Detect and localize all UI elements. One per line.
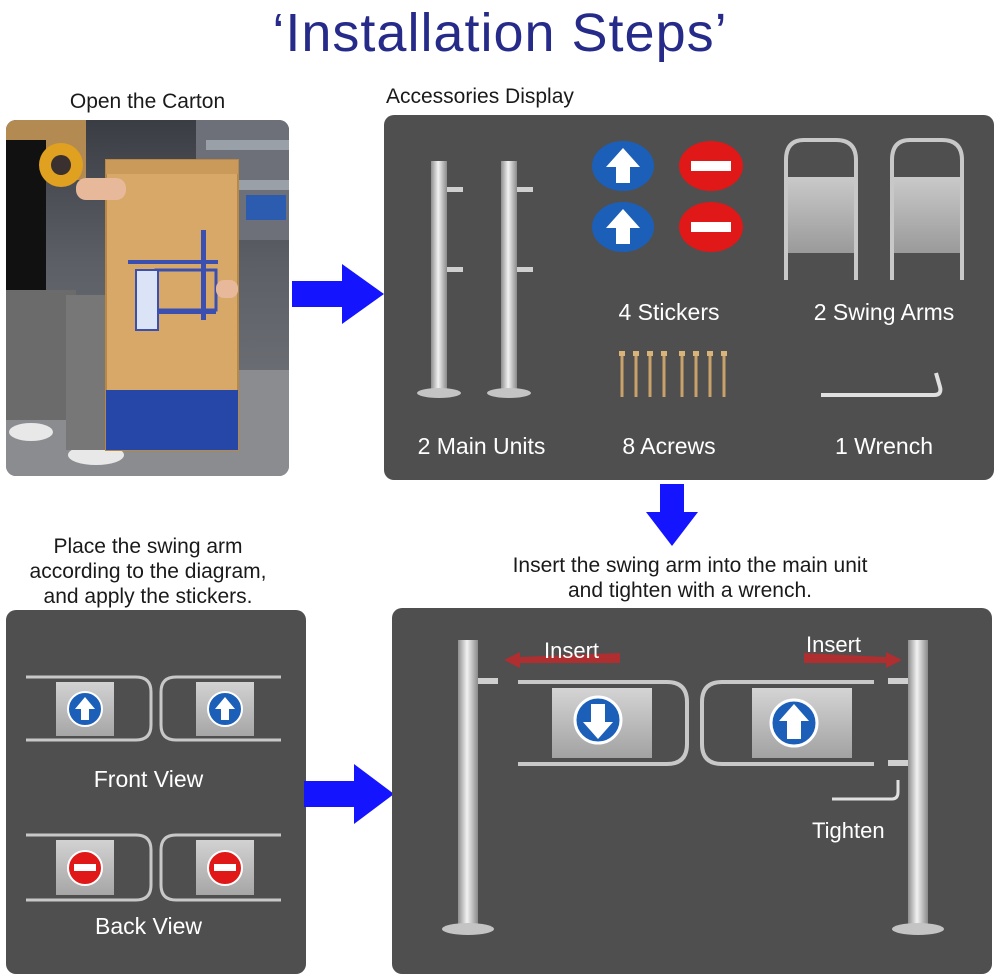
down-arrow-sticker-icon [573, 695, 623, 745]
accessories-panel: 2 Main Units 4 Stickers 2 Swing Arms 8 A… [384, 115, 994, 480]
insert-right-label: Insert [806, 632, 862, 657]
front-view-label: Front View [93, 766, 204, 792]
right-post [888, 640, 944, 935]
tighten-label: Tighten [812, 818, 885, 843]
step-accessories-caption: Accessories Display [386, 85, 574, 108]
main-unit-post-2 [487, 161, 533, 398]
insert-arrow-left-icon [504, 652, 620, 668]
step-place-arm-caption-line1: Place the swing arm [53, 535, 243, 558]
carton-photo [6, 120, 289, 476]
right-arrow-icon [292, 264, 384, 324]
back-sticker-right-icon [207, 850, 243, 886]
up-arrow-sticker-icon [769, 698, 819, 748]
screws-label: 8 Acrews [622, 433, 716, 459]
front-view-diagram [26, 675, 281, 742]
page-title: ‘Installation Steps’ [272, 3, 728, 63]
wrench-tighten-icon [832, 780, 900, 801]
sticker-red-no-entry-2 [679, 202, 743, 252]
sticker-blue-up-2 [592, 202, 654, 252]
sticker-blue-up-1 [592, 141, 654, 191]
swing-arm-2 [890, 138, 964, 280]
main-unit-post-1 [417, 161, 463, 398]
back-view-diagram [26, 833, 281, 902]
right-swing-arm [700, 680, 874, 766]
screws-group [620, 355, 726, 397]
step-open-carton-caption: Open the Carton [69, 90, 226, 113]
accessories-illustration [417, 138, 964, 398]
left-post [442, 640, 498, 935]
wrench-icon [821, 372, 943, 397]
swing-arms-label: 2 Swing Arms [813, 299, 955, 325]
left-swing-arm [518, 680, 689, 766]
stickers-label: 4 Stickers [618, 299, 720, 325]
views-illustration [26, 675, 281, 902]
back-sticker-left-icon [67, 850, 103, 886]
step-place-arm-caption-line3: and apply the stickers. [43, 585, 253, 608]
step-insert-caption-line2: and tighten with a wrench. [568, 579, 812, 602]
front-sticker-left-icon [67, 691, 103, 727]
back-view-label: Back View [95, 913, 202, 939]
insert-arrow-right-icon [804, 652, 902, 668]
assembly-panel: Insert Insert Tighten [392, 608, 992, 974]
main-units-label: 2 Main Units [417, 433, 546, 459]
down-arrow-icon [646, 484, 698, 546]
wrench-label: 1 Wrench [834, 433, 933, 459]
views-panel: Front View Back View [6, 610, 306, 974]
step-place-arm-caption-line2: according to the diagram, [29, 560, 267, 583]
right-arrow-icon-2 [304, 764, 394, 824]
assembly-illustration [442, 640, 944, 935]
front-sticker-right-icon [207, 691, 243, 727]
step-insert-caption-line1: Insert the swing arm into the main unit [512, 554, 868, 577]
carton-illustration [6, 120, 289, 476]
swing-arm-1 [784, 138, 858, 280]
insert-left-label: Insert [544, 638, 600, 663]
sticker-red-no-entry-1 [679, 141, 743, 191]
